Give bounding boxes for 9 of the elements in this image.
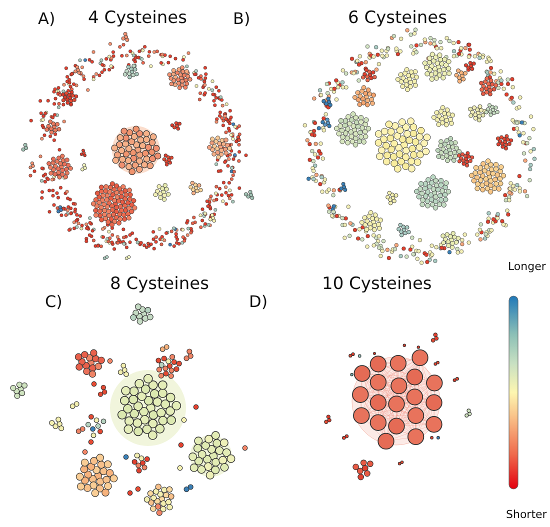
panel-title: 10 Cysteines <box>322 275 432 295</box>
panel-label: B) <box>233 10 250 28</box>
colorbar-label: Shorter <box>506 509 547 522</box>
panel-label: A) <box>38 10 56 28</box>
panel-title: 6 Cysteines <box>348 9 447 29</box>
colorbar-label: Longer <box>508 261 546 274</box>
panel-title: 8 Cysteines <box>110 275 209 295</box>
panel-label: D) <box>249 293 268 312</box>
panel-title: 4 Cysteines <box>88 9 187 29</box>
